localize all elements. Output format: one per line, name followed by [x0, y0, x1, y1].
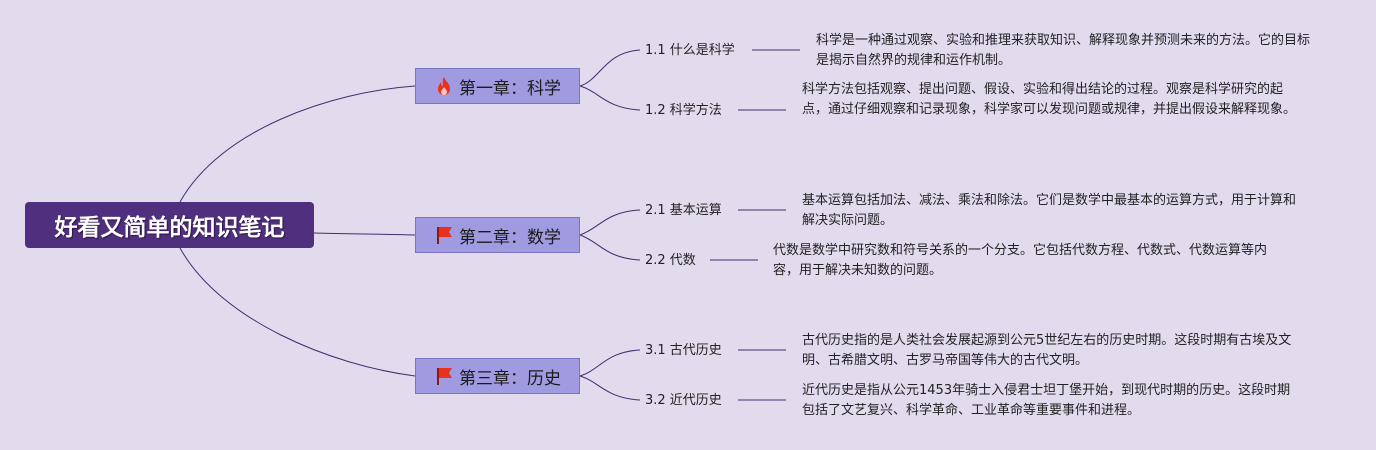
topic-description: 古代历史指的是人类社会发展起源到公元5世纪左右的历史时期。这段时期有古埃及文明、…: [802, 333, 1292, 368]
link-root-ch1: [179, 85, 416, 203]
chapter-node-history[interactable]: 第三章：历史: [415, 358, 580, 394]
topic-node[interactable]: 1.1 什么是科学: [645, 43, 735, 58]
chapter-title: 第一章：科学: [459, 78, 561, 99]
link-ch1-t2: [579, 85, 641, 111]
topic-description: 近代历史是指从公元1453年骑士入侵君士坦丁堡开始，到现代时期的历史。这段时期包…: [802, 383, 1291, 418]
chapter-title: 第三章：历史: [459, 368, 561, 389]
link-ch1-t1: [579, 49, 641, 87]
chapter-node-science[interactable]: 第一章：科学: [415, 68, 580, 104]
chapter-node-math[interactable]: 第二章：数学: [415, 217, 580, 253]
fire-icon: [434, 76, 454, 96]
topic-description: 科学方法包括观察、提出问题、假设、实验和得出结论的过程。观察是科学研究的起点，通…: [802, 82, 1297, 117]
link-ch2-t1: [579, 209, 641, 236]
flag-icon: [434, 225, 454, 245]
chapter-title: 第二章：数学: [459, 227, 561, 248]
topic-node[interactable]: 1.2 科学方法: [645, 103, 722, 118]
link-ch2-t2: [579, 234, 641, 261]
link-ch3-t2: [579, 375, 641, 401]
flag-icon: [434, 366, 454, 386]
topic-description: 基本运算包括加法、减法、乘法和除法。它们是数学中最基本的运算方式，用于计算和解决…: [802, 193, 1297, 228]
root-node[interactable]: 好看又简单的知识笔记: [25, 202, 314, 248]
topic-node[interactable]: 2.2 代数: [645, 253, 696, 268]
link-root-ch2: [313, 232, 416, 236]
topic-node[interactable]: 2.1 基本运算: [645, 203, 722, 218]
link-ch3-t1: [579, 349, 641, 377]
root-title: 好看又简单的知识笔记: [54, 215, 285, 241]
topic-node[interactable]: 3.1 古代历史: [645, 343, 722, 358]
link-root-ch3: [179, 247, 416, 377]
topic-description: 代数是数学中研究数和符号关系的一个分支。它包括代数方程、代数式、代数运算等内容，…: [773, 243, 1268, 278]
topic-node[interactable]: 3.2 近代历史: [645, 393, 722, 408]
topic-description: 科学是一种通过观察、实验和推理来获取知识、解释现象并预测未来的方法。它的目标是揭…: [816, 33, 1311, 68]
